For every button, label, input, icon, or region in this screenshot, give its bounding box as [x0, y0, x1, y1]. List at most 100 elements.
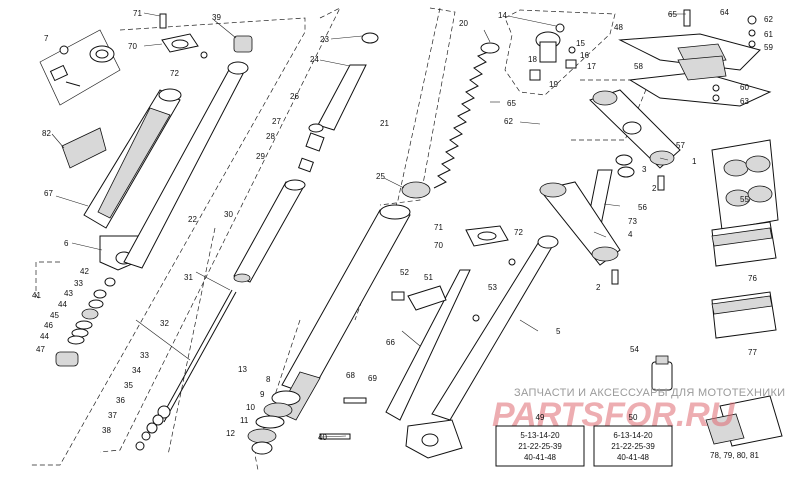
kit-50-number: 50: [629, 413, 638, 422]
callout-55: 55: [740, 195, 749, 204]
callout-60: 60: [740, 83, 749, 92]
callout-19: 19: [549, 80, 558, 89]
callout-72-mid: 72: [514, 228, 523, 237]
callout-2-upper: 2: [652, 184, 657, 193]
callout-44-lower: 44: [40, 332, 49, 341]
kit-49-number: 49: [536, 413, 545, 422]
kit-49-line-1: 5-13-14-20: [520, 431, 560, 440]
callout-32: 32: [160, 319, 169, 328]
callout-33-left: 33: [74, 279, 83, 288]
callout-41: 41: [32, 291, 41, 300]
kit-box-50: 50 6-13-14-20 21-22-25-39 40-41-48: [593, 413, 673, 467]
callout-7: 7: [44, 34, 49, 43]
callout-42: 42: [80, 267, 89, 276]
callout-27: 27: [272, 117, 281, 126]
callout-33-rod: 33: [140, 351, 149, 360]
callout-67: 67: [44, 189, 53, 198]
callout-12: 12: [226, 429, 235, 438]
callout-68: 68: [346, 371, 355, 380]
callout-54: 54: [630, 345, 639, 354]
callout-37: 37: [108, 411, 117, 420]
callout-71-top: 71: [133, 9, 142, 18]
right-fork-leg: [319, 225, 559, 459]
callout-70-top: 70: [128, 42, 137, 51]
callout-36: 36: [116, 396, 125, 405]
callout-73: 73: [628, 217, 637, 226]
callout-labels: 71 70 39 72 7 82 67 6 23 24 26 27 28 29 …: [32, 8, 773, 460]
callout-65-mid: 65: [507, 99, 516, 108]
callout-52: 52: [400, 268, 409, 277]
callout-13: 13: [238, 365, 247, 374]
left-stanchion: [123, 13, 253, 269]
callout-31: 31: [184, 273, 193, 282]
callout-21: 21: [380, 119, 389, 128]
callout-1: 1: [692, 157, 697, 166]
callout-5: 5: [556, 327, 561, 336]
callout-64: 64: [720, 8, 729, 17]
callout-76: 76: [748, 274, 757, 283]
callout-70-mid: 70: [434, 241, 443, 250]
callout-2-lower: 2: [596, 283, 601, 292]
callout-40: 40: [318, 433, 327, 442]
leader-lines: [51, 12, 686, 438]
callout-38: 38: [102, 426, 111, 435]
callout-53: 53: [488, 283, 497, 292]
triple-clamp-assembly: [529, 23, 681, 285]
callout-78-81: 78, 79, 80, 81: [710, 451, 759, 460]
damper-cartridge: [135, 32, 379, 451]
callout-48: 48: [614, 23, 623, 32]
kit-box-49: 49 5-13-14-20 21-22-25-39 40-41-48: [495, 413, 585, 467]
callout-15: 15: [576, 39, 585, 48]
callout-4: 4: [628, 230, 633, 239]
outer-tube: [247, 204, 411, 455]
callout-22: 22: [188, 215, 197, 224]
callout-56: 56: [638, 203, 647, 212]
callout-58: 58: [634, 62, 643, 71]
callout-26: 26: [290, 92, 299, 101]
callout-39: 39: [212, 13, 221, 22]
callout-11: 11: [240, 416, 249, 425]
callout-59: 59: [764, 43, 773, 52]
callout-8: 8: [266, 375, 271, 384]
callout-28: 28: [266, 132, 275, 141]
callout-63: 63: [740, 97, 749, 106]
callout-44-upper: 44: [58, 300, 67, 309]
kit-50-line-3: 40-41-48: [617, 453, 650, 462]
callout-62-top: 62: [764, 15, 773, 24]
callout-24: 24: [310, 55, 319, 64]
fork-spring: [401, 42, 500, 199]
callout-47: 47: [36, 345, 45, 354]
kit-49-line-3: 40-41-48: [524, 453, 557, 462]
callout-23: 23: [320, 35, 329, 44]
callout-66: 66: [386, 338, 395, 347]
callout-71-mid: 71: [434, 223, 443, 232]
callout-82: 82: [42, 129, 51, 138]
callout-69: 69: [368, 374, 377, 383]
callout-29: 29: [256, 152, 265, 161]
callout-18: 18: [528, 55, 537, 64]
callout-25: 25: [376, 172, 385, 181]
callout-3: 3: [642, 165, 647, 174]
watermark-caption: ЗАПЧАСТИ И АКСЕССУАРЫ ДЛЯ МОТОТЕХНИКИ: [514, 387, 785, 399]
kit-50-line-2: 21-22-25-39: [611, 442, 655, 451]
kit-49-line-2: 21-22-25-39: [518, 442, 562, 451]
callout-43: 43: [64, 289, 73, 298]
callout-9: 9: [260, 390, 265, 399]
callout-34: 34: [132, 366, 141, 375]
callout-61: 61: [764, 30, 773, 39]
callout-20: 20: [459, 19, 468, 28]
callout-72-top: 72: [170, 69, 179, 78]
callout-62-mid: 62: [504, 117, 513, 126]
callout-6: 6: [64, 239, 69, 248]
callout-16: 16: [580, 51, 589, 60]
callout-57: 57: [676, 141, 685, 150]
handlebar-clamp: [618, 9, 772, 107]
callout-14: 14: [498, 11, 507, 20]
callout-35: 35: [124, 381, 133, 390]
callout-10: 10: [246, 403, 255, 412]
callout-45: 45: [50, 311, 59, 320]
group-outlines: [30, 7, 651, 471]
left-fork-leg: [39, 29, 182, 271]
callout-46: 46: [44, 321, 53, 330]
